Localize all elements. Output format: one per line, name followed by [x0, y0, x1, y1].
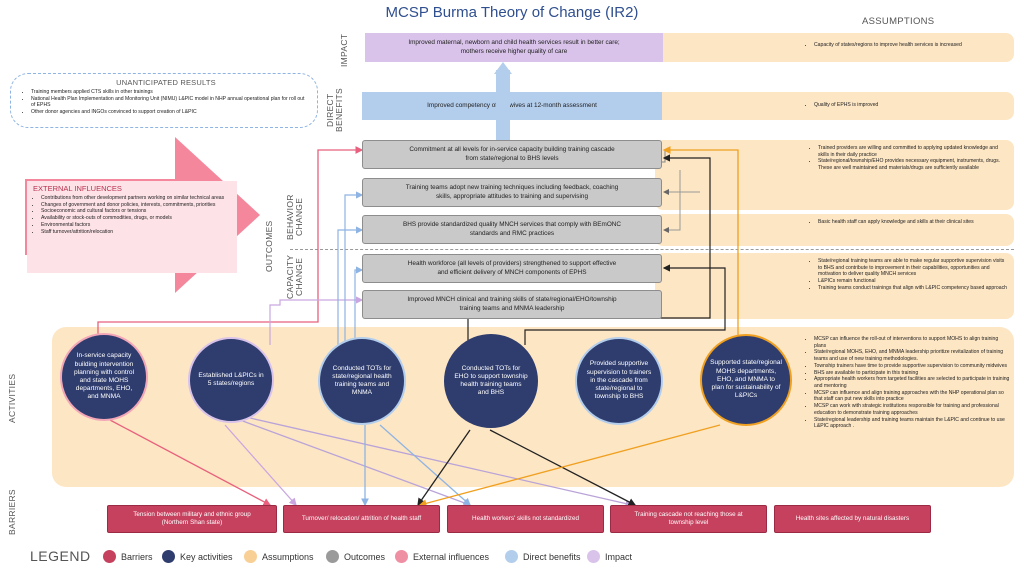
outcome-box-2: Training teams adopt new training techni…: [362, 178, 662, 207]
direct-assumption-bg: [655, 92, 1014, 120]
legend-dot-icon: [587, 550, 600, 563]
legend-dot-icon: [244, 550, 257, 563]
barrier-box-4: Training cascade not reaching those at t…: [610, 505, 767, 533]
connector: [354, 266, 364, 345]
legend-title: LEGEND: [30, 548, 91, 564]
legend-item-impact: Impact: [587, 550, 632, 563]
legend-label: Barriers: [121, 551, 153, 562]
unanticipated-item: National Health Plan Implementation and …: [31, 96, 309, 109]
legend-label: Outcomes: [344, 551, 386, 562]
barrier-box-1: Tension between military and ethnic grou…: [107, 505, 277, 533]
external-influences-panel: EXTERNAL INFLUENCES Contributions from o…: [27, 181, 237, 273]
assumption-item: Appropriate health workers from targeted…: [814, 376, 1011, 389]
legend-label: External influences: [413, 551, 490, 562]
external-item: Environmental factors: [41, 222, 233, 229]
legend-dot-icon: [103, 550, 116, 563]
unanticipated-title: UNANTICIPATED RESULTS: [116, 78, 216, 87]
assumption-item: Township trainers have time to provide s…: [814, 363, 1011, 370]
legend-label: Direct benefits: [523, 551, 581, 562]
assumption-item: Quality of EPHS is improved: [814, 102, 1011, 109]
unanticipated-item: Other donor agencies and INGOs convinced…: [31, 109, 309, 116]
external-item: Contributions from other development par…: [41, 195, 233, 202]
external-item: Changes of government and donor policies…: [41, 202, 233, 209]
external-item: Staff turnover/attrition/relocation: [41, 229, 233, 236]
activity-circle-1: In-service capacity building interventio…: [60, 333, 148, 421]
legend-label: Key activities: [180, 551, 233, 562]
activity-circle-2: Established L&PICs in 5 states/regions: [188, 337, 274, 423]
diagram-title: MCSP Burma Theory of Change (IR2): [385, 4, 639, 21]
assumption-item: Trained providers are willing and commit…: [818, 145, 1008, 158]
external-item: Socioeconomic and cultural factors or te…: [41, 208, 233, 215]
assumption-item: State/regional leadership and training t…: [814, 417, 1011, 430]
activity-circle-4: Conducted TOTs for EHO to support townsh…: [444, 334, 538, 428]
legend-item-outcomes: Outcomes: [326, 550, 385, 563]
unanticipated-results-panel: UNANTICIPATED RESULTS Training members a…: [10, 73, 318, 128]
connector: [344, 191, 364, 345]
behavior-assumptions-top: Trained providers are willing and commit…: [655, 140, 1014, 210]
legend-dot-icon: [162, 550, 175, 563]
legend-item-activities: Key activities: [162, 550, 233, 563]
assumption-item: L&PICs remain functional: [818, 278, 1008, 285]
assumptions-header: ASSUMPTIONS: [862, 16, 935, 27]
connector: [97, 146, 364, 340]
barrier-box-5: Health sites affected by natural disaste…: [774, 505, 931, 533]
outcome-separator: [290, 249, 1014, 250]
connector: [662, 146, 739, 345]
impact-assumption-bg: [655, 33, 1014, 62]
assumption-item: Basic health staff can apply knowledge a…: [818, 219, 1008, 226]
legend-label: Assumptions: [262, 551, 314, 562]
unanticipated-item: Training members applied CTS skills in o…: [31, 89, 309, 96]
impact-assumptions: Capacity of states/regions to improve he…: [806, 42, 1011, 49]
connector: [239, 419, 472, 507]
connector: [224, 424, 297, 506]
assumption-item: MCSP can influence and align training ap…: [814, 390, 1011, 403]
outcome-box-3: BHS provide standardized quality MNCH se…: [362, 215, 662, 244]
assumption-item: BHS are available to participate in this…: [814, 370, 1011, 377]
connector: [109, 419, 272, 506]
impact-box: Improved maternal, newborn and child hea…: [365, 33, 663, 62]
connector: [249, 417, 634, 508]
assumption-item: State/regional training teams are able t…: [818, 258, 1008, 278]
legend-item-assumptions: Assumptions: [244, 550, 314, 563]
barrier-box-3: Health workers' skills not standardized: [447, 505, 604, 533]
connector: [417, 429, 471, 507]
assumption-item: State/regional MOHS, EHO, and MNMA leade…: [814, 349, 1011, 362]
connector: [379, 424, 471, 506]
activity-circle-5: Provided supportive supervision to train…: [575, 337, 663, 425]
external-title: EXTERNAL INFLUENCES: [33, 184, 122, 193]
activity-circle-6: Supported state/regional MOHS department…: [700, 334, 792, 426]
activity-assumptions: MCSP can influence the roll-out of inter…: [806, 336, 1011, 430]
activity-circle-3: Conducted TOTs for state/regional health…: [318, 337, 406, 425]
legend-item-barriers: Barriers: [103, 550, 153, 563]
connector: [467, 154, 711, 345]
legend-item-direct: Direct benefits: [505, 550, 581, 563]
connector: [418, 424, 721, 508]
assumption-item: MCSP can work with strategic institution…: [814, 403, 1011, 416]
connector: [524, 264, 726, 345]
capacity-assumptions: State/regional training teams are able t…: [655, 253, 1014, 319]
barrier-box-2: Turnover/ relocation/ attrition of healt…: [283, 505, 440, 533]
assumption-item: MCSP can influence the roll-out of inter…: [814, 336, 1011, 349]
direct-assumptions: Quality of EPHS is improved: [806, 102, 1011, 109]
legend-dot-icon: [505, 550, 518, 563]
legend-label: Impact: [605, 551, 633, 562]
connector: [269, 296, 364, 345]
outcome-box-1: Commitment at all levels for in-service …: [362, 140, 662, 169]
legend-item-external: External influences: [395, 550, 489, 563]
direct-benefit-box: Improved competency of midwives at 12-mo…: [362, 92, 662, 120]
legend-dot-icon: [326, 550, 339, 563]
outcome-box-5: Improved MNCH clinical and training skil…: [362, 290, 662, 319]
behavior-assumptions-bottom: Basic health staff can apply knowledge a…: [655, 214, 1014, 246]
backbone-arrow-head: [494, 62, 512, 74]
legend-dot-icon: [395, 550, 408, 563]
assumption-item: Training teams conduct trainings that al…: [818, 285, 1008, 292]
outcome-box-4: Health workforce (all levels of provider…: [362, 254, 662, 283]
connector: [663, 170, 681, 233]
assumption-item: State/regional/township/EHO provides nec…: [818, 158, 1008, 171]
external-item: Availability or stock-outs of commoditie…: [41, 215, 233, 222]
assumption-item: Capacity of states/regions to improve he…: [814, 42, 1011, 49]
connector: [337, 226, 364, 345]
